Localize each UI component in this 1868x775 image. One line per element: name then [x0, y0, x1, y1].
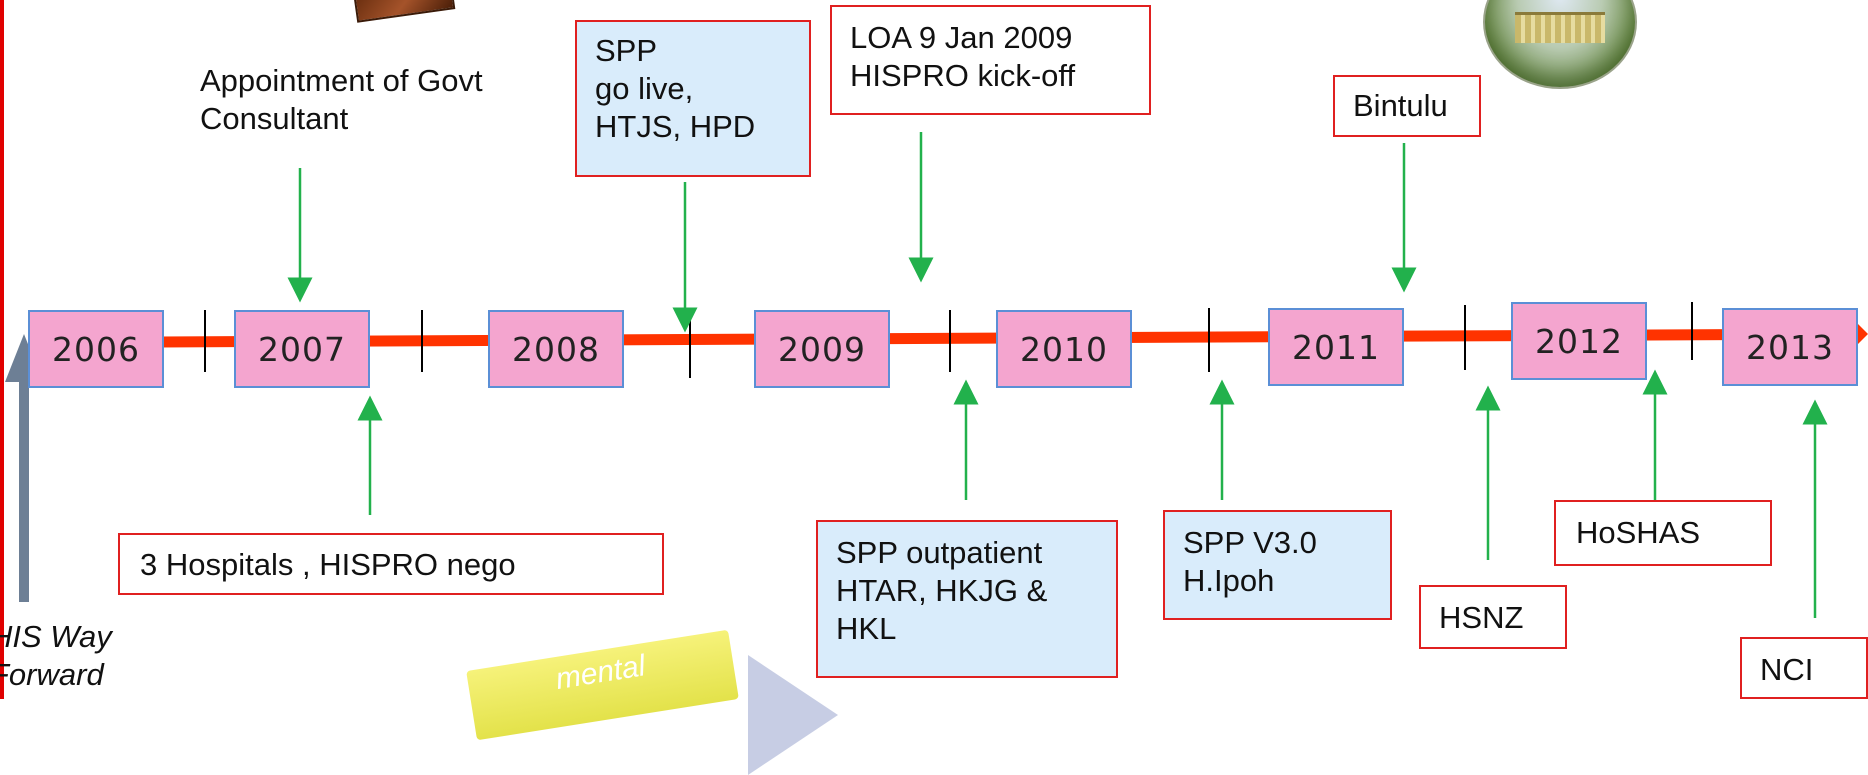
- year-2008: 2008: [488, 310, 624, 388]
- event-3-hospitals: 3 Hospitals , HISPRO nego: [118, 533, 664, 595]
- event-spp-v3: SPP V3.0 H.Ipoh: [1163, 510, 1392, 620]
- year-2006: 2006: [28, 310, 164, 388]
- event-bintulu: Bintulu: [1333, 75, 1481, 137]
- year-2009: 2009: [754, 310, 890, 388]
- event-hoshas: HoSHAS: [1554, 500, 1772, 566]
- left-border-bar: [0, 0, 4, 699]
- year-2007: 2007: [234, 310, 370, 388]
- event-govt-consultant: Appointment of Govt Consultant: [200, 63, 483, 136]
- year-2013: 2013: [1722, 308, 1858, 386]
- timeline-ticks: [204, 302, 1693, 378]
- event-spp-go-live: SPP go live, HTJS, HPD: [575, 20, 811, 177]
- year-2011: 2011: [1268, 308, 1404, 386]
- way-forward-caption: HIS Way Forward: [0, 619, 112, 692]
- event-loa-kickoff: LOA 9 Jan 2009 HISPRO kick-off: [830, 5, 1151, 115]
- green-arrows: [287, 132, 1828, 618]
- grey-chevron-icon: [748, 655, 838, 775]
- event-hsnz: HSNZ: [1419, 585, 1567, 649]
- year-2012: 2012: [1511, 302, 1647, 380]
- event-spp-outpatient: SPP outpatient HTAR, HKJG & HKL: [816, 520, 1118, 678]
- event-nci: NCI: [1740, 637, 1868, 699]
- year-2010: 2010: [996, 310, 1132, 388]
